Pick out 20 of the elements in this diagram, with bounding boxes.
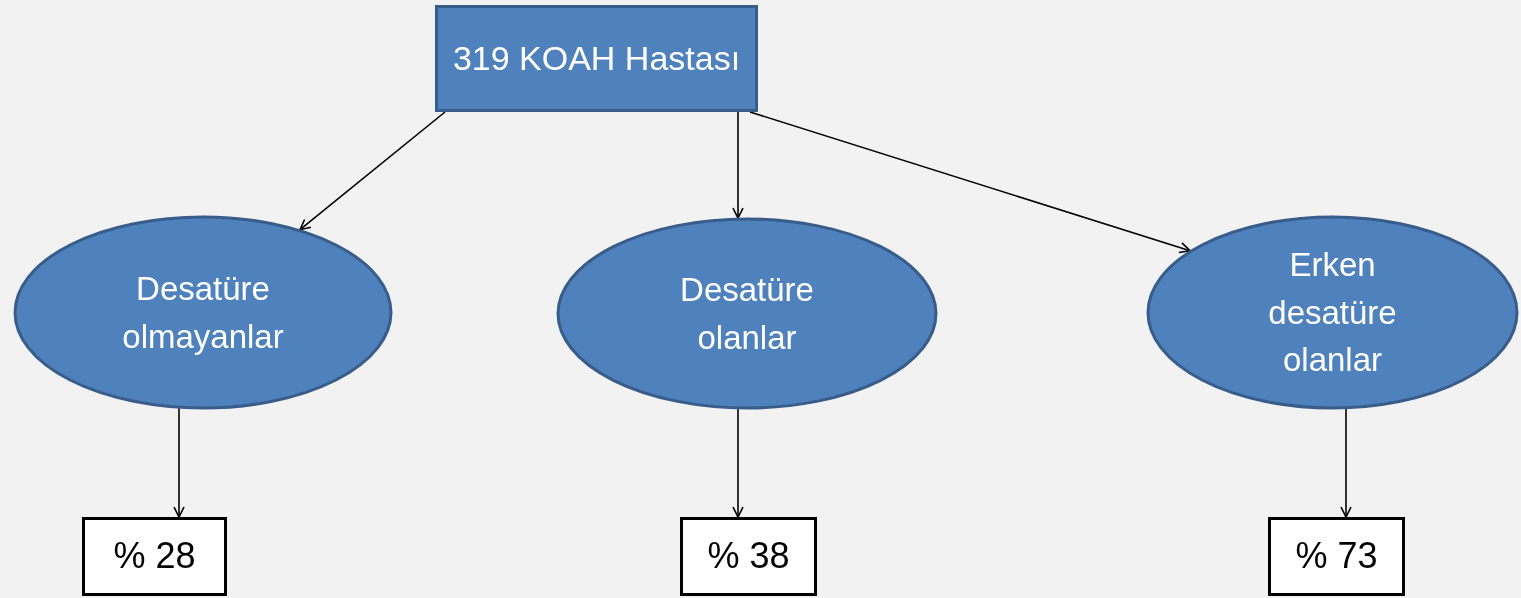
arrow [732, 408, 744, 518]
node-label: Desatüre olmayanlar [121, 268, 285, 357]
category-ellipse [13, 215, 393, 410]
node-label: 319 KOAH Hastası [451, 37, 742, 79]
arrow [732, 111, 744, 219]
percentage-box [1268, 517, 1405, 596]
category-ellipse [1146, 215, 1519, 410]
percentage-box [82, 517, 227, 596]
percentage-box [680, 517, 817, 596]
arrow [173, 407, 185, 518]
arrow [749, 111, 1191, 254]
arrow [299, 111, 446, 231]
node-label: Erken desatüre olanlar [1267, 244, 1398, 381]
arrow [1340, 407, 1352, 518]
node-label: Desatüre olanlar [679, 269, 815, 358]
percentage-value: % 73 [1294, 534, 1379, 579]
percentage-value: % 38 [706, 534, 791, 579]
category-ellipse [556, 217, 938, 410]
process-box [435, 5, 758, 112]
percentage-value: % 28 [112, 534, 197, 579]
